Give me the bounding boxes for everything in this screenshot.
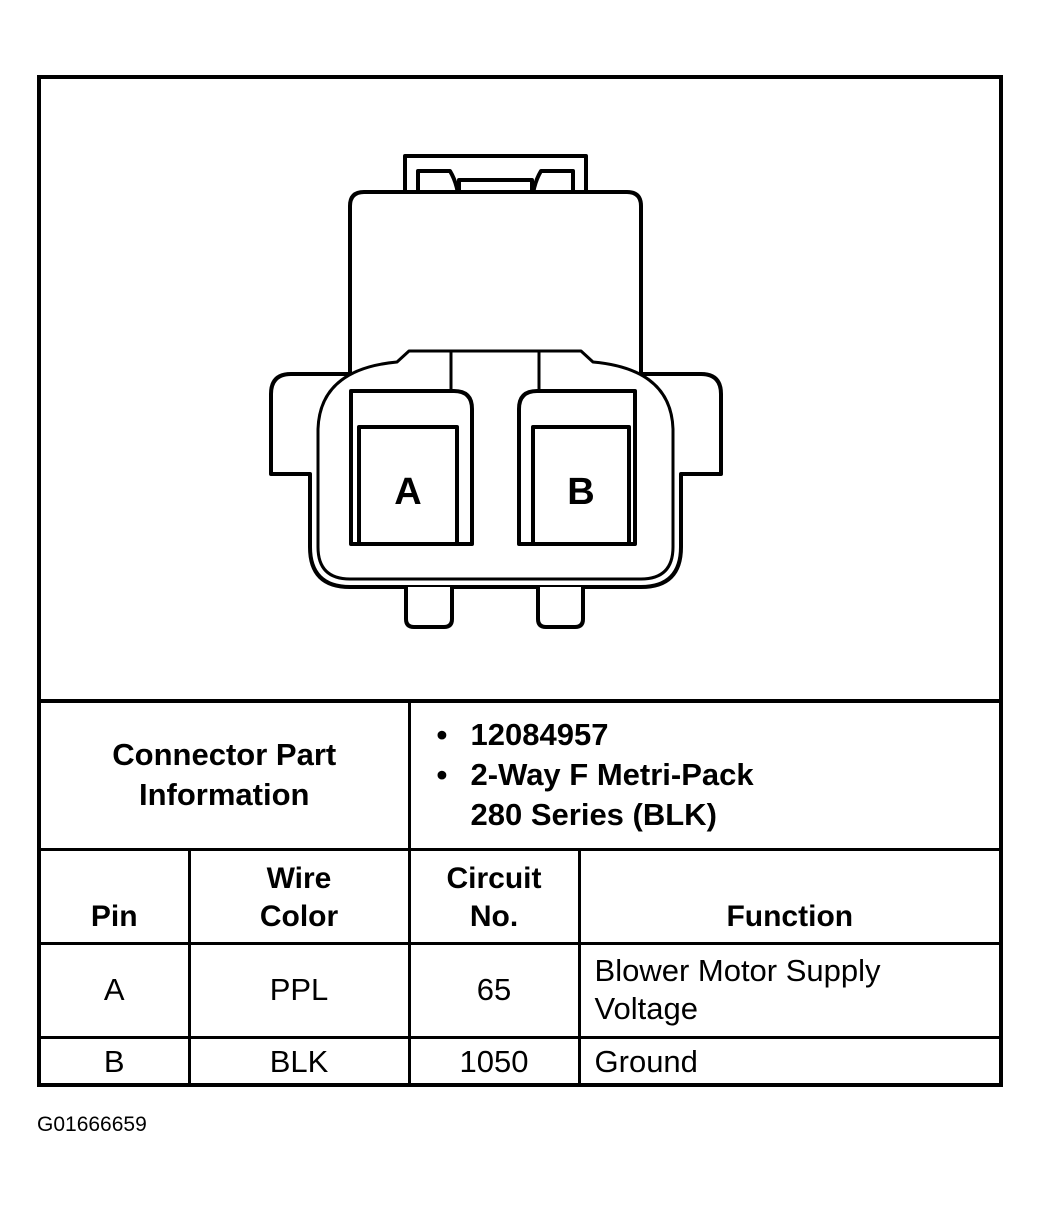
part-info-label: Connector Part Information <box>41 699 411 851</box>
row-a-circuit: 65 <box>407 941 581 1039</box>
header-pin: Pin <box>41 847 191 945</box>
pin-b-label: B <box>567 471 594 513</box>
part-info-row: Connector Part Information 12084957 2-Wa… <box>41 699 1000 851</box>
row-b-pin: B <box>41 1035 191 1085</box>
wire-exit-b <box>536 587 585 629</box>
connector-info-table: Connector Part Information 12084957 2-Wa… <box>41 699 1000 1085</box>
pin-a-label: A <box>394 471 421 513</box>
terminal-a <box>357 425 459 546</box>
row-b-function: Ground <box>577 1035 1000 1085</box>
header-function: Function <box>577 847 1000 945</box>
connector-diagram: A B <box>269 154 723 629</box>
row-b-wire-color: BLK <box>187 1035 411 1085</box>
table-row: B BLK 1050 Ground <box>41 1035 1000 1085</box>
terminal-b <box>531 425 631 546</box>
figure-id: G01666659 <box>37 1113 147 1136</box>
row-b-circuit: 1050 <box>407 1035 581 1085</box>
row-a-pin: A <box>41 941 191 1039</box>
diagram-frame: A B Connector Part Information 12084957 … <box>37 75 1003 1087</box>
wire-exit-a <box>404 587 454 629</box>
row-a-wire-color: PPL <box>187 941 411 1039</box>
part-number: 12084957 <box>437 715 1000 755</box>
